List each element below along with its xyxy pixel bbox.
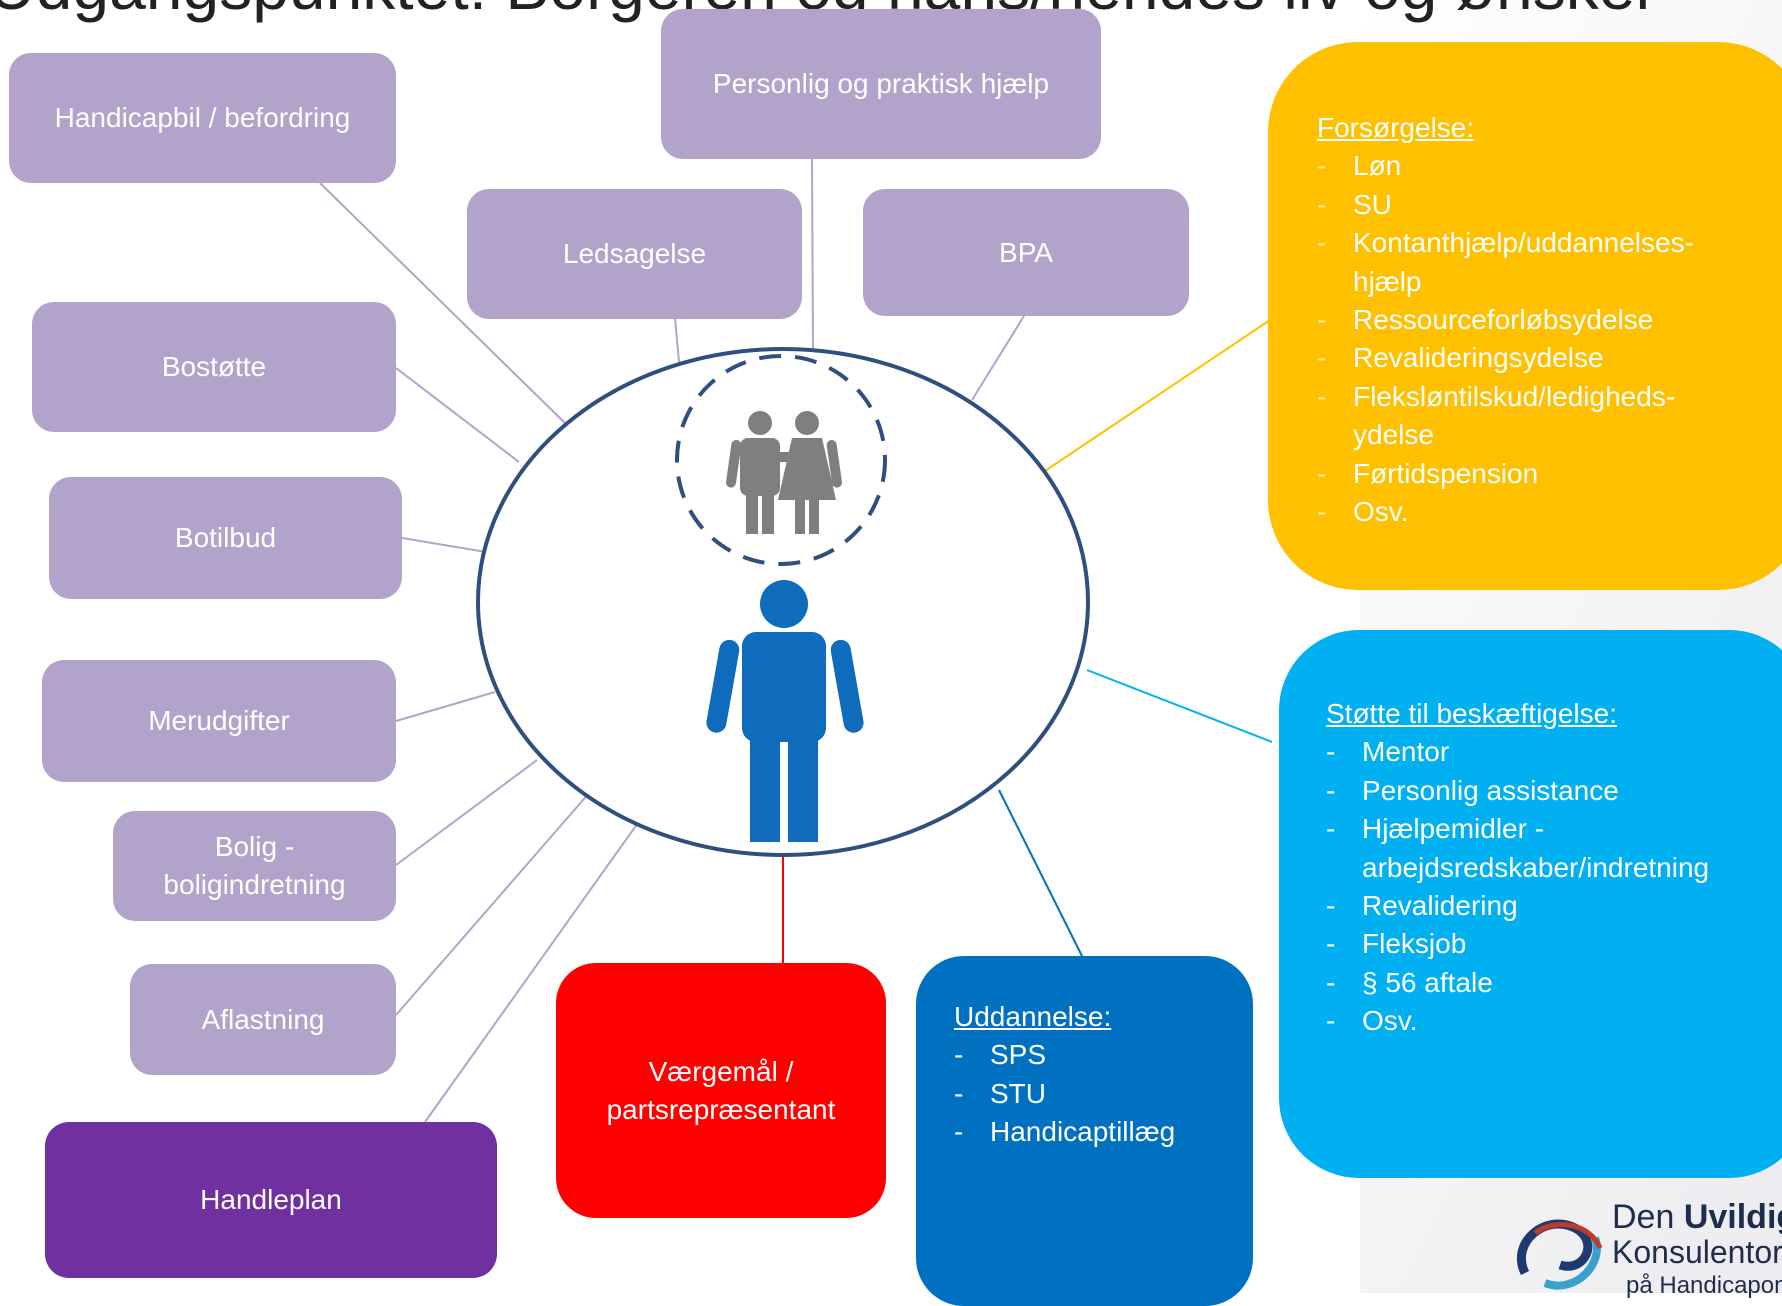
forsorgelse-item: Ressourceforløbsydelse	[1317, 301, 1782, 340]
logo-mark	[1516, 1219, 1603, 1290]
forsorgelse-item: Fleksløntilskud/ledigheds-ydelse	[1317, 378, 1782, 455]
connector-bpa	[971, 315, 1025, 401]
connector-personlig	[811, 157, 814, 351]
forsorgelse-item-text: Ressourceforløbsydelse	[1353, 304, 1654, 336]
beskaeftigelse-item-text: Mentor	[1362, 736, 1450, 768]
beskaeftigelse-item: Revalidering	[1326, 887, 1782, 926]
connector-aflastning	[395, 791, 591, 1016]
connector-beskaeftigelse	[1086, 669, 1273, 743]
bpa-label: BPA	[999, 236, 1053, 268]
beskaeftigelse-item: Mentor	[1326, 733, 1782, 772]
forsorgelse-item-text: ydelse	[1353, 419, 1434, 451]
beskaeftigelse-item-text: Fleksjob	[1362, 928, 1467, 960]
bpa-box: BPA	[863, 189, 1189, 316]
forsorgelse-item: Revalideringsydelse	[1317, 339, 1782, 378]
beskaeftigelse-item: § 56 aftale	[1326, 964, 1782, 1003]
forsorgelse-item: Førtidspension	[1317, 455, 1782, 494]
beskaeftigelse-item-text: § 56 aftale	[1362, 966, 1493, 998]
botilbud-label: Botilbud	[174, 522, 277, 553]
connector-ledsagelse	[674, 317, 680, 363]
beskaeftigelse-panel: Støtte til beskæftigelse: MentorPersonli…	[1279, 630, 1782, 1178]
handicapbil-label: Handicapbil / befordring	[54, 102, 351, 133]
handleplan-box: Handleplan	[45, 1122, 497, 1278]
forsorgelse-item-text: Løn	[1353, 150, 1402, 182]
beskaeftigelse-list: MentorPersonlig assistanceHjælpemidler -…	[1326, 733, 1782, 1041]
uddannelse-heading: Uddannelse:	[954, 1001, 1112, 1032]
bolig-label-line1: Bolig -	[214, 831, 295, 862]
connector-merudgifter	[395, 691, 496, 722]
connector-bostotte	[395, 367, 520, 463]
connector-forsorgelse	[1041, 319, 1271, 474]
forsorgelse-panel: Forsørgelse: LønSU Kontanthjælp/uddannels…	[1268, 42, 1782, 590]
forsorgelse-list: LønSUKontanthjælp/uddannelses-hjælpResso…	[1317, 147, 1782, 531]
logo-text-line1: Den Uvildige	[1612, 1198, 1782, 1237]
forsorgelse-heading: Forsørgelse:	[1317, 112, 1475, 143]
bolig-box: Bolig - boligindretning	[113, 811, 396, 921]
vaergemaal-label-line2: partsrepræsentant	[606, 1093, 836, 1125]
forsorgelse-item-text: Fleksløntilskud/ledigheds-	[1353, 380, 1676, 412]
beskaeftigelse-item: Fleksjob	[1326, 925, 1782, 964]
uddannelse-item: STU	[954, 1075, 1253, 1114]
merudgifter-box: Merudgifter	[42, 660, 396, 782]
logo-text-line2: Konsulentordning	[1612, 1234, 1782, 1270]
vaergemaal-label-line1: Værgemål /	[648, 1055, 794, 1087]
logo-text-uvildige: Uvildige	[1683, 1198, 1782, 1236]
uddannelse-item: Handicaptillæg	[954, 1113, 1253, 1152]
personlig-hjaelp-label: Personlig og praktisk hjælp	[712, 68, 1050, 99]
connector-uddannelse	[998, 789, 1084, 959]
handicapbil-box: Handicapbil / befordring	[9, 53, 396, 183]
logo-text-line3: på Handicapområdet	[1626, 1272, 1782, 1299]
couple-icon	[726, 411, 842, 534]
bostotte-label: Bostøtte	[161, 351, 267, 382]
forsorgelse-item-text: Kontanthjælp/uddannelses-	[1353, 227, 1694, 259]
bostotte-box: Bostøtte	[32, 302, 396, 432]
ledsagelse-box: Ledsagelse	[467, 189, 802, 319]
forsorgelse-item: Kontanthjælp/uddannelses-hjælp	[1317, 224, 1782, 301]
forsorgelse-item-text: Førtidspension	[1353, 457, 1539, 489]
beskaeftigelse-item-text: Revalidering	[1362, 890, 1518, 922]
bolig-label-line2: boligindretning	[163, 869, 346, 900]
aflastning-box: Aflastning	[130, 964, 396, 1075]
uddannelse-panel: Uddannelse: SPS STU Handicaptillæg	[916, 956, 1253, 1306]
connector-handleplan	[424, 819, 641, 1123]
beskaeftigelse-item: Hjælpemidler - arbejdsredskaber/indretnin…	[1326, 810, 1782, 887]
connector-handicapbil	[319, 182, 568, 426]
beskaeftigelse-item-text: Hjælpemidler -	[1362, 813, 1545, 845]
uddannelse-list: SPS STU Handicaptillæg	[954, 1036, 1253, 1152]
forsorgelse-item-text: hjælp	[1353, 265, 1422, 297]
ledsagelse-label: Ledsagelse	[562, 238, 707, 269]
forsorgelse-item: Løn	[1317, 147, 1782, 186]
beskaeftigelse-item: Osv.	[1326, 1002, 1782, 1041]
forsorgelse-item-text: Osv.	[1353, 496, 1409, 528]
uddannelse-item: SPS	[954, 1036, 1253, 1075]
connector-botilbud	[401, 537, 487, 553]
forsorgelse-item-text: SU	[1353, 188, 1392, 220]
person-icon	[706, 580, 864, 842]
personlig-hjaelp-box: Personlig og praktisk hjælp	[661, 9, 1101, 159]
forsorgelse-item: SU	[1317, 186, 1782, 225]
connector-bolig	[395, 759, 538, 866]
botilbud-box: Botilbud	[49, 477, 402, 599]
forsorgelse-item-text: Revalideringsydelse	[1353, 342, 1604, 374]
beskaeftigelse-heading: Støtte til beskæftigelse:	[1326, 698, 1618, 729]
uddannelse-item-text: Handicaptillæg	[990, 1116, 1176, 1148]
vaergemaal-box: Værgemål / partsrepræsentant	[556, 963, 886, 1218]
forsorgelse-item: Osv.	[1317, 493, 1782, 532]
beskaeftigelse-item-text: arbejdsredskaber/indretning	[1362, 851, 1710, 883]
uddannelse-item-text: STU	[990, 1077, 1046, 1109]
beskaeftigelse-item-text: Osv.	[1362, 1005, 1418, 1037]
uddannelse-item-text: SPS	[990, 1039, 1047, 1071]
logo-text-den: Den	[1612, 1198, 1684, 1236]
handleplan-label: Handleplan	[200, 1184, 342, 1215]
merudgifter-label: Merudgifter	[148, 705, 290, 736]
aflastning-label: Aflastning	[201, 1003, 325, 1035]
beskaeftigelse-item: Personlig assistance	[1326, 772, 1782, 811]
beskaeftigelse-item-text: Personlig assistance	[1362, 774, 1619, 806]
family-dashed-circle	[675, 354, 887, 566]
